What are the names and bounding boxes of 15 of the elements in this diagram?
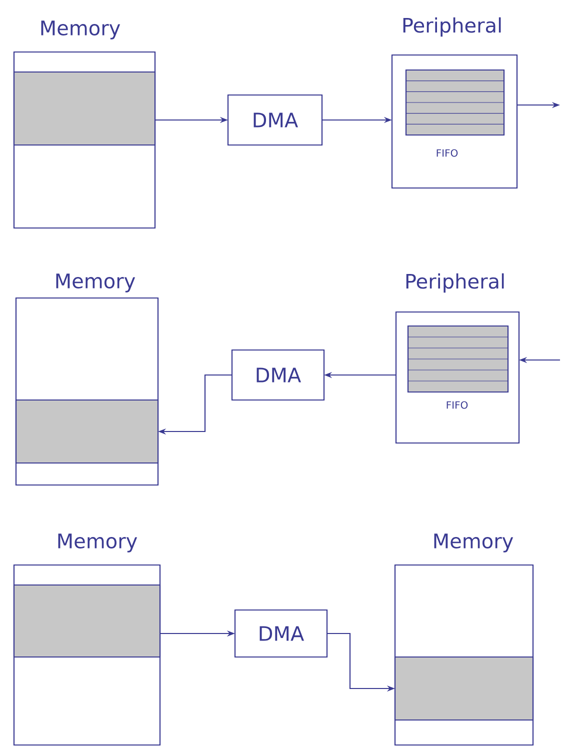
heading: Memory — [58, 534, 138, 552]
dma-box: DMA — [231, 349, 325, 401]
fifo-label: FIFO — [436, 149, 458, 157]
heading: Peripheral — [403, 17, 501, 37]
fifo-label: FIFO — [446, 401, 468, 409]
heading: Memory — [434, 534, 514, 552]
heading: Memory — [56, 274, 136, 292]
memory-block — [13, 71, 156, 146]
memory-block — [15, 399, 159, 464]
dma-box: DMA — [227, 94, 323, 146]
memory-block — [13, 584, 161, 658]
memory-block — [394, 656, 534, 721]
heading: Peripheral — [406, 273, 504, 293]
heading: Memory — [41, 20, 120, 40]
dma-box: DMA — [234, 609, 328, 658]
